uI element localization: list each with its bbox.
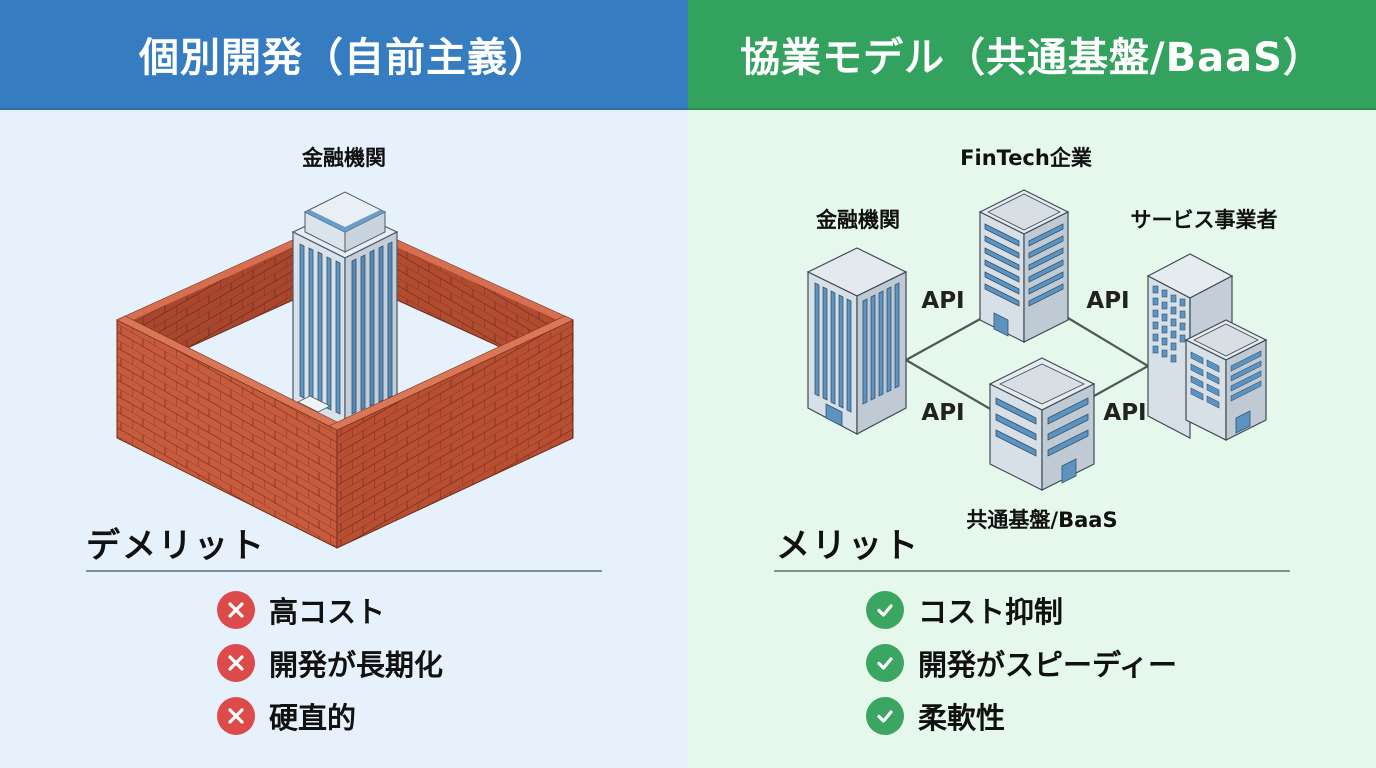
bank-tower: [291, 191, 399, 441]
merit-text: コスト抑制: [918, 594, 1064, 629]
demerit-list: 高コスト 開発が長期化 硬直的: [217, 583, 443, 742]
bank-label: 金融機関: [302, 146, 386, 170]
api-label: API: [1103, 400, 1147, 426]
demerit-item: 硬直的: [217, 689, 443, 742]
api-label: API: [921, 400, 965, 426]
demerit-text: 開発が長期化: [269, 647, 444, 682]
merit-divider: [774, 570, 1290, 572]
service-provider-buildings: [1146, 253, 1268, 441]
merit-list: コスト抑制 開発がスピーディー 柔軟性: [866, 583, 1177, 742]
api-connection-lines: [905, 317, 1149, 411]
demerit-item: 高コスト: [217, 583, 443, 636]
fintech-label: FinTech企業: [960, 146, 1092, 170]
individual-development-panel: 個別開発（自前主義）: [0, 0, 688, 768]
header-divider: [0, 108, 688, 110]
service-provider-label: サービス事業者: [1130, 208, 1278, 232]
bank-label: 金融機関: [816, 208, 900, 232]
api-label: API: [1086, 288, 1130, 314]
platform-building: [988, 357, 1096, 491]
demerit-divider: [86, 570, 602, 572]
walled-bank-illustration: [116, 191, 574, 549]
merit-item: 柔軟性: [866, 689, 1177, 742]
merit-heading: メリット: [776, 526, 920, 566]
merit-item: 開発がスピーディー: [866, 636, 1177, 689]
left-panel-title: 個別開発（自前主義）: [0, 0, 688, 108]
merit-text: 柔軟性: [918, 700, 1006, 735]
x-circle-icon: [217, 590, 255, 629]
demerit-heading: デメリット: [86, 526, 266, 566]
collaboration-model-panel: 協業モデル（共通基盤/BaaS）: [688, 0, 1376, 768]
header-divider: [688, 108, 1376, 110]
platform-label: 共通基盤/BaaS: [966, 508, 1118, 532]
check-circle-icon: [866, 590, 904, 629]
demerit-text: 硬直的: [269, 700, 357, 735]
check-circle-icon: [866, 696, 904, 735]
api-network-illustration: [806, 189, 1268, 491]
merit-item: コスト抑制: [866, 583, 1177, 636]
right-panel-title: 協業モデル（共通基盤/BaaS）: [688, 0, 1376, 108]
demerit-text: 高コスト: [269, 594, 386, 629]
demerit-item: 開発が長期化: [217, 636, 443, 689]
check-circle-icon: [866, 643, 904, 682]
bank-building: [806, 247, 908, 435]
x-circle-icon: [217, 696, 255, 735]
x-circle-icon: [217, 643, 255, 682]
fintech-building: [978, 189, 1070, 343]
api-label: API: [921, 288, 965, 314]
merit-text: 開発がスピーディー: [918, 647, 1177, 682]
